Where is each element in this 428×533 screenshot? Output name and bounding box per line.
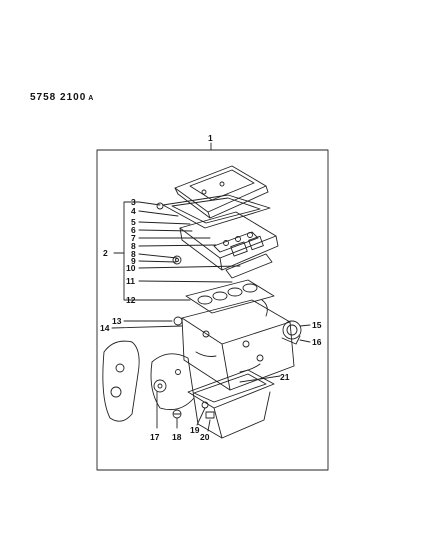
head-gasket (185, 279, 275, 317)
leader-10 (138, 265, 241, 269)
callout-2: 2 (103, 248, 108, 258)
callout-16: 16 (312, 337, 322, 347)
leader-19 (196, 407, 206, 426)
callout-20: 20 (200, 432, 210, 442)
callout-7: 7 (131, 233, 136, 243)
callout-6: 6 (131, 225, 136, 235)
front-cover (150, 353, 195, 411)
leader-16 (299, 339, 311, 343)
leader-11 (138, 280, 233, 283)
leader-15 (299, 324, 311, 327)
leader-20 (207, 419, 211, 432)
oil-pan (187, 369, 275, 439)
leader-4 (138, 210, 179, 217)
timing-cover (102, 340, 140, 422)
leader-14 (111, 325, 183, 329)
callout-1: 1 (208, 133, 213, 143)
part-code-suffix: A (88, 95, 95, 102)
kit-frame (96, 149, 329, 471)
leader-8b (138, 253, 178, 259)
callout-8b: 8 (131, 249, 136, 259)
callout-5: 5 (131, 217, 136, 227)
engine-block (181, 299, 295, 391)
callout-15: 15 (312, 320, 322, 330)
callout-12: 12 (126, 295, 136, 305)
callout-bracket (123, 201, 140, 301)
part-code-number: 5758 2100 (30, 92, 87, 103)
drain-plug (172, 409, 182, 419)
leader-3 (138, 201, 161, 206)
callout-21: 21 (280, 372, 290, 382)
callout-13: 13 (112, 316, 122, 326)
leader-5 (138, 221, 191, 225)
o-ring (173, 316, 183, 326)
manifold-gasket (213, 231, 273, 279)
callout-14: 14 (100, 323, 110, 333)
rear-oil-seal (281, 320, 302, 345)
callout-4: 4 (131, 206, 136, 216)
callout-3: 3 (131, 197, 136, 207)
callout-18: 18 (172, 432, 182, 442)
callout-19: 19 (190, 425, 200, 435)
valve-cover-gasket (156, 194, 271, 229)
valve-cover (174, 165, 269, 219)
callout-8a: 8 (131, 241, 136, 251)
callout-11: 11 (126, 276, 135, 286)
cylinder-head (172, 211, 279, 271)
callout-9: 9 (131, 256, 136, 266)
oil-strainer (201, 401, 215, 419)
callout-17: 17 (150, 432, 160, 442)
callout-10: 10 (126, 263, 136, 273)
leader-9 (138, 260, 177, 263)
